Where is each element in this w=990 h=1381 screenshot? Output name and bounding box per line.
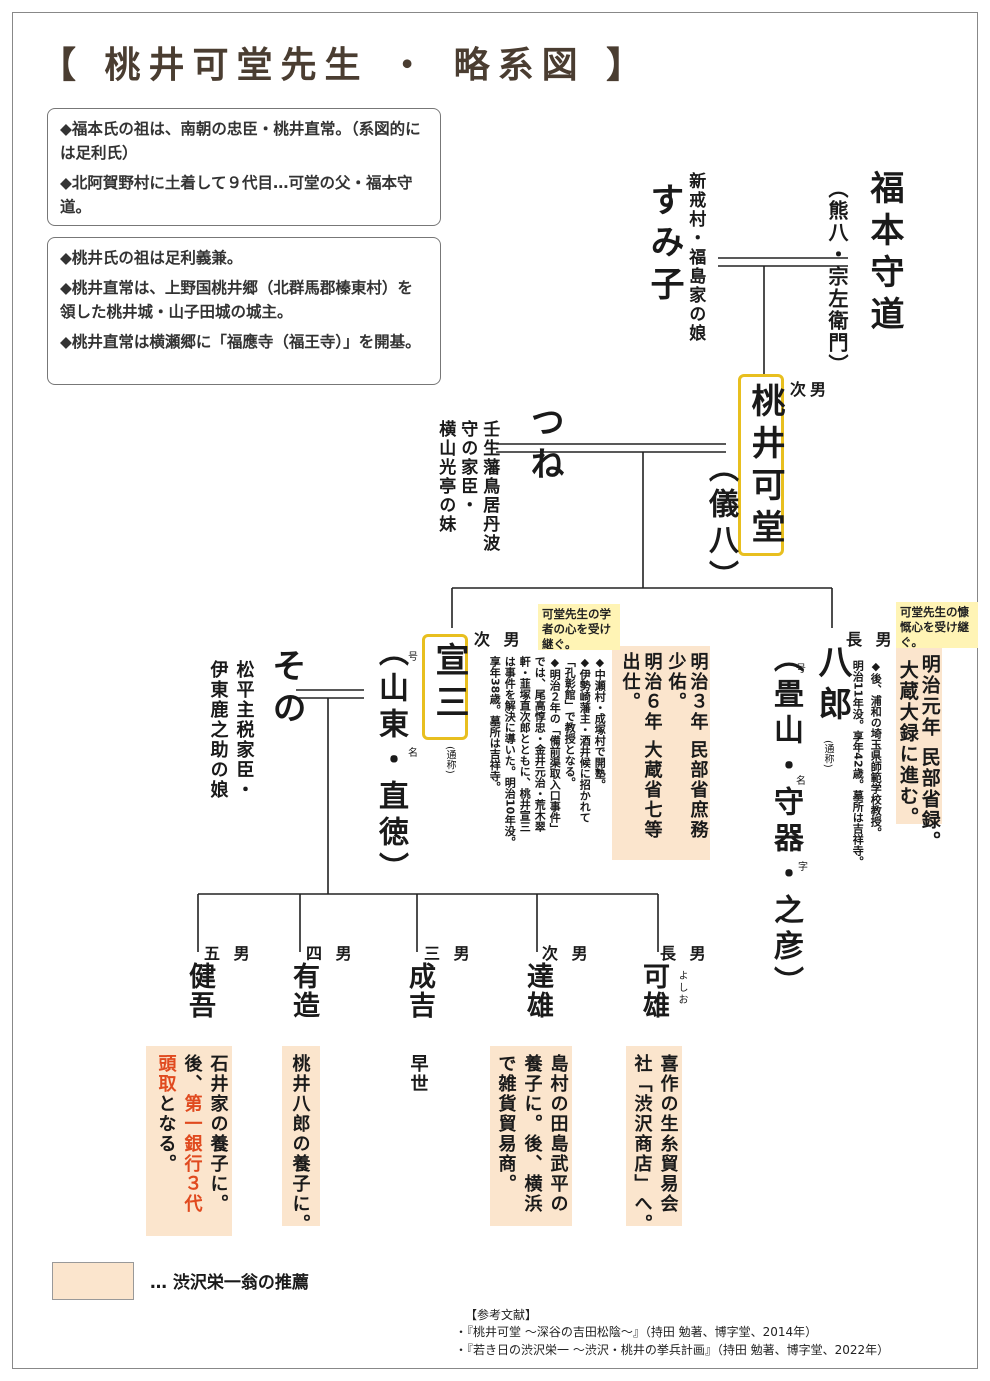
frame-senzo xyxy=(422,634,468,740)
name-sono: その xyxy=(266,648,306,732)
desc-child-4-1: 桃井八郎の養子に。 xyxy=(289,1054,311,1234)
desc-child-2-3: で雑貨貿易商。 xyxy=(495,1054,517,1194)
desc-senzo-2: ◆伊勢崎藩主・酒井候に招かれて xyxy=(578,656,592,823)
frame-kado xyxy=(738,374,784,556)
rel-kado: 次男 xyxy=(790,380,831,399)
label-go-hachiro: 号 xyxy=(796,664,806,675)
label-go-senzo: 号 xyxy=(408,652,418,663)
rel-child-3: 三 男 xyxy=(424,944,474,963)
desc-hachiro-1: ◆後、浦和の埼玉県師範学校教授。 xyxy=(869,660,883,838)
name-senzo: 宣三 xyxy=(429,642,469,726)
origin-sono-2: 伊東鹿之助の娘 xyxy=(207,660,229,800)
rel-child-4: 四 男 xyxy=(306,944,356,963)
career-senzo-3: 明治６年 大蔵省七等 xyxy=(641,652,663,841)
name-morimichi: 福本守道 xyxy=(864,170,904,338)
alias-senzo: （山東・直徳） xyxy=(373,636,408,888)
desc-senzo-5: では、尾高惇忠・金井元治・荒木翠 xyxy=(533,656,547,832)
note-line: ◆桃井氏の祖は足利義兼。 xyxy=(60,249,243,267)
highlight-tatsuo xyxy=(490,1046,572,1226)
label-tsusho-senzo: (通称) xyxy=(444,746,455,774)
name-child-5: 健吾 xyxy=(184,962,215,1020)
highlight-yuzo xyxy=(282,1046,320,1226)
alias-hachiro: （畳山・守器・之彦） xyxy=(768,642,803,1002)
label-mei-hachiro: 名 xyxy=(796,776,806,787)
desc-child-5-2: 後、第一銀行３代 xyxy=(180,1054,203,1214)
desc-child-5-3b: となる。 xyxy=(155,1094,177,1174)
reference-item: ・『若き日の渋沢栄一 ～渋沢・桃井の挙兵計画』（持田 勉著、博字堂、2022年） xyxy=(455,1342,890,1357)
name-child-4: 有造 xyxy=(288,962,319,1020)
note-box-fukumoto: ◆福本氏の祖は、南朝の忠臣・桃井直常。（系図的には足利氏） ◆北阿賀野村に土着し… xyxy=(47,108,441,226)
ruby-child-1: よしお xyxy=(676,970,687,1006)
desc-child-2-2: 養子に。後、横浜 xyxy=(521,1054,543,1214)
desc-child-2-1: 島村の田島武平の xyxy=(547,1054,569,1214)
highlight-yoshio xyxy=(626,1046,682,1226)
note-line: ◆北阿賀野村に土着して９代目…可堂の父・福本守道。 xyxy=(60,174,413,217)
desc-child-5-3: 頭取となる。 xyxy=(154,1054,177,1174)
desc-senzo-1: ◆中瀬村・成塚村で開塾。 xyxy=(593,656,607,790)
rel-child-2: 次 男 xyxy=(542,944,592,963)
career-hachiro-2: 大蔵大録に進む。 xyxy=(896,660,919,828)
name-kado: 桃井可堂 xyxy=(745,383,785,551)
note-line: ◆桃井直常は横瀬郷に「福應寺（福王寺）」を開基。 xyxy=(60,333,421,352)
career-senzo-2: 少佑。 xyxy=(665,652,687,712)
desc-senzo-6: 軒・韮塚直次郎とともに、桃井宣三 xyxy=(518,656,532,832)
desc-child-1-1: 喜作の生糸貿易会 xyxy=(657,1054,679,1214)
rel-child-1: 長 男 xyxy=(660,944,710,963)
origin-sumiko: 新戒村・福島家の娘 xyxy=(685,172,706,343)
note-line: ◆福本氏の祖は、南朝の忠臣・桃井直常。（系図的には足利氏） xyxy=(60,120,421,163)
desc-senzo-3: 「孔彰館」で教授となる。 xyxy=(563,656,577,788)
desc-senzo-8: 享年38歳。墓所は吉祥寺。 xyxy=(488,656,502,793)
origin-tsune-2: 守の家臣・ xyxy=(457,420,478,515)
name-tsune: つね xyxy=(524,404,564,488)
reference-item: ・『桃井可堂 ～深谷の吉田松陰～』（持田 勉著、博字堂、2014年） xyxy=(455,1325,818,1340)
desc-child-3-1: 早世 xyxy=(407,1054,429,1094)
origin-tsune-1: 壬生藩鳥居丹波 xyxy=(479,420,500,553)
career-senzo-1: 明治３年 民部省庶務 xyxy=(687,652,709,841)
legend-text: … 渋沢栄一翁の推薦 xyxy=(150,1273,309,1293)
desc-senzo-7: は事件を解決に導いた。明治10年没。 xyxy=(503,656,517,848)
references-heading: 【参考文献】 xyxy=(465,1308,538,1322)
callout-hachiro: 可堂先生の慷慨心を受け継ぐ。 xyxy=(896,602,978,649)
references: 【参考文献】 ・『桃井可堂 ～深谷の吉田松陰～』（持田 勉著、博字堂、2014年… xyxy=(455,1307,889,1359)
legend-swatch xyxy=(52,1262,134,1300)
desc-child-5-3a: 頭取 xyxy=(155,1054,177,1094)
name-sumiko: すみ子 xyxy=(644,182,684,308)
callout-senzo: 可堂先生の学者の心を受け継ぐ。 xyxy=(538,604,620,651)
origin-tsune-3: 横山光亭の妹 xyxy=(435,420,456,534)
name-child-1: 可雄 xyxy=(638,962,669,1020)
highlight-kengo xyxy=(146,1046,232,1236)
alias-kado: （儀八） xyxy=(703,452,738,596)
desc-child-5-1: 石井家の養子に。 xyxy=(207,1054,229,1214)
career-hachiro-1: 明治元年 民部省録。 xyxy=(918,654,941,852)
career-senzo-4: 出仕。 xyxy=(619,652,641,712)
highlight-senzo xyxy=(612,646,710,860)
name-child-3: 成吉 xyxy=(404,962,435,1020)
desc-child-1-2: 社「渋沢商店」へ。 xyxy=(631,1054,653,1234)
rel-child-5: 五 男 xyxy=(204,944,254,963)
desc-child-5-2a: 後、 xyxy=(181,1054,203,1094)
label-mei-senzo: 名 xyxy=(408,748,418,759)
alias-morimichi: （熊八・宗左衛門） xyxy=(825,178,849,376)
label-tsusho-hachiro: (通称) xyxy=(822,740,833,768)
rel-hachiro: 長 男 xyxy=(846,630,896,649)
desc-child-5-2b: 第一銀行３代 xyxy=(181,1094,203,1214)
page-frame xyxy=(12,12,978,1369)
origin-sono-1: 松平主税家臣・ xyxy=(233,660,255,800)
highlight-hachiro xyxy=(896,640,942,824)
page-title: 【 桃井可堂先生 ・ 略系図 】 xyxy=(40,45,651,86)
label-aza-hachiro: 字 xyxy=(798,862,808,873)
note-line: ◆桃井直常は、上野国桃井郷（北群馬郡榛東村）を領した桃井城・山子田城の城主。 xyxy=(60,279,413,322)
desc-senzo-4: ◆明治２年の「備前渠取入口事件」 xyxy=(548,656,562,834)
name-hachiro: 八郎 xyxy=(812,644,852,728)
name-child-2: 達雄 xyxy=(522,962,553,1020)
note-box-momonoi: ◆桃井氏の祖は足利義兼。 ◆桃井直常は、上野国桃井郷（北群馬郡榛東村）を領した桃… xyxy=(47,237,441,385)
desc-hachiro-2: 明治11年没。享年42歳。墓所は吉祥寺。 xyxy=(851,660,865,867)
rel-senzo: 次 男 xyxy=(474,630,524,649)
